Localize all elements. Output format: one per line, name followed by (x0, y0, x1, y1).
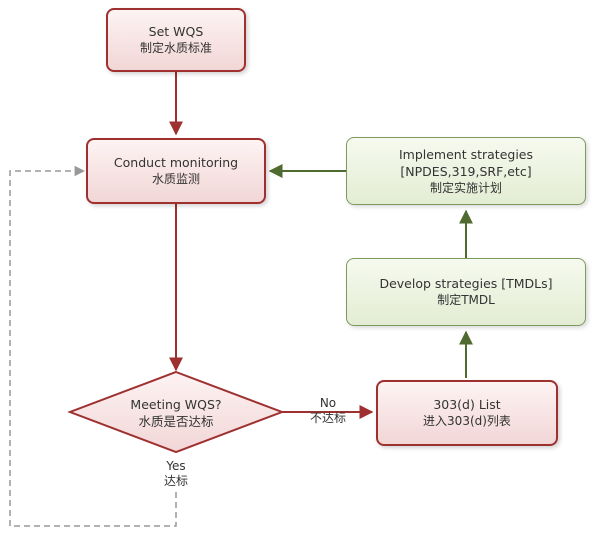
meeting-wqs-label-zh: 水质是否达标 (138, 414, 214, 429)
conduct-monitoring-box: Conduct monitoring 水质监测 (86, 138, 266, 204)
conduct-monitoring-label-zh: 水质监测 (151, 172, 200, 186)
implement-strategies-box: Implement strategies [NPDES,319,SRF,etc]… (346, 137, 586, 205)
meeting-wqs-label-group: Meeting WQS? 水质是否达标 (96, 396, 256, 430)
develop-strategies-label-zh: 制定TMDL (437, 293, 495, 307)
implement-strategies-label: Implement strategies (398, 146, 534, 162)
meeting-wqs-label: Meeting WQS? (130, 397, 222, 412)
no-label: No (319, 396, 337, 410)
yes-label: Yes (166, 459, 186, 473)
arrow-yes-loop (9, 165, 177, 527)
implement-strategies-label-zh: 制定实施计划 (429, 180, 502, 195)
develop-strategies-label: Develop strategies [TMDLs] (379, 276, 553, 291)
develop-strategies-box: Develop strategies [TMDLs] 制定TMDL (346, 258, 586, 326)
yes-label-zh: 达标 (163, 474, 188, 488)
no-label-zh: 不达标 (309, 411, 346, 425)
set-wqs-label-zh: 制定水质标准 (139, 41, 212, 55)
conduct-monitoring-label: Conduct monitoring (113, 155, 239, 170)
yes-edge-label: Yes 达标 (150, 459, 202, 489)
set-wqs-box: Set WQS 制定水质标准 (106, 8, 246, 72)
implement-strategies-detail: [NPDES,319,SRF,etc] (400, 163, 532, 179)
meeting-wqs-diamond (67, 370, 285, 454)
list-303d-label-zh: 进入303(d)列表 (423, 414, 511, 428)
set-wqs-label: Set WQS (148, 24, 204, 39)
list-303d-label: 303(d) List (433, 397, 501, 412)
list-303d-box: 303(d) List 进入303(d)列表 (376, 380, 558, 446)
no-edge-label: No 不达标 (300, 396, 356, 426)
